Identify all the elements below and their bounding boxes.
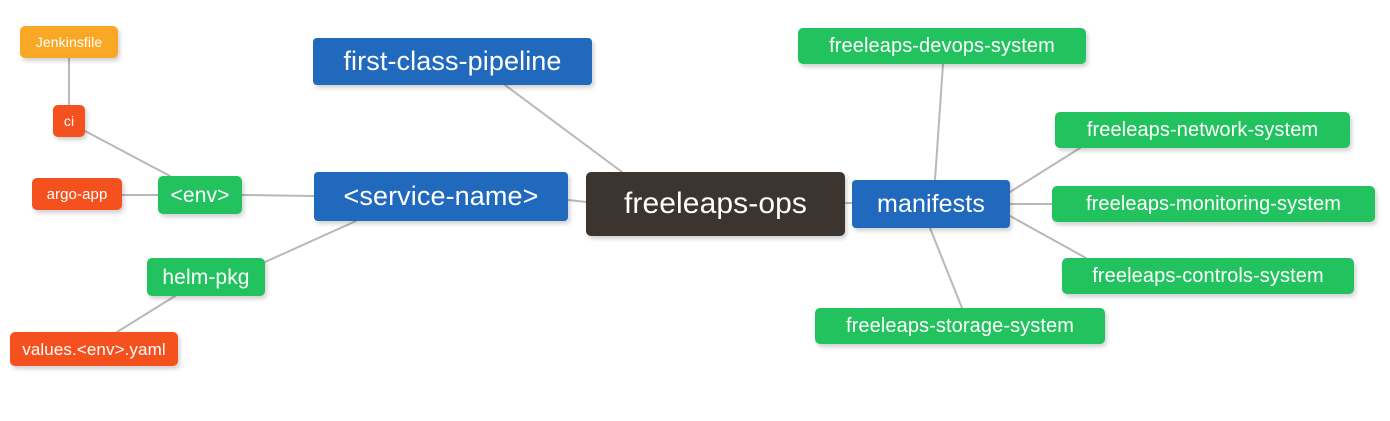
edge-manifests-devops: [934, 63, 944, 181]
node-label-helm-pkg: helm-pkg: [162, 265, 250, 289]
node-env[interactable]: <env>: [158, 176, 242, 214]
node-helm-pkg[interactable]: helm-pkg: [147, 258, 265, 296]
node-label-jenkinsfile: Jenkinsfile: [35, 34, 103, 50]
edge-values-helmpkg: [116, 295, 176, 333]
node-label-manifests: manifests: [877, 189, 985, 218]
edge-manifests-controls: [1009, 215, 1087, 259]
node-freeleaps-storage-system[interactable]: freeleaps-storage-system: [815, 308, 1105, 344]
node-manifests[interactable]: manifests: [852, 180, 1010, 228]
node-label-freeleaps-ops: freeleaps-ops: [623, 187, 808, 220]
node-freeleaps-controls-system[interactable]: freeleaps-controls-system: [1062, 258, 1354, 294]
node-label-ci: ci: [63, 113, 75, 129]
node-label-service-name: <service-name>: [343, 181, 539, 211]
node-label-first-class-pipeline: first-class-pipeline: [343, 46, 562, 76]
node-label-freeleaps-network-system: freeleaps-network-system: [1086, 119, 1319, 141]
node-freeleaps-ops[interactable]: freeleaps-ops: [586, 172, 845, 236]
edge-env-servicename: [241, 194, 315, 197]
node-ci[interactable]: ci: [53, 105, 85, 137]
node-freeleaps-network-system[interactable]: freeleaps-network-system: [1055, 112, 1350, 148]
node-label-freeleaps-controls-system: freeleaps-controls-system: [1092, 265, 1324, 287]
node-freeleaps-monitoring-system[interactable]: freeleaps-monitoring-system: [1052, 186, 1375, 222]
edge-helmpkg-servicename: [264, 220, 357, 263]
node-first-class-pipeline[interactable]: first-class-pipeline: [313, 38, 592, 85]
node-label-freeleaps-monitoring-system: freeleaps-monitoring-system: [1085, 193, 1341, 215]
node-freeleaps-devops-system[interactable]: freeleaps-devops-system: [798, 28, 1086, 64]
node-label-freeleaps-devops-system: freeleaps-devops-system: [829, 35, 1055, 57]
edge-firstclass-ops: [504, 84, 623, 173]
node-label-values-yaml: values.<env>.yaml: [22, 339, 166, 359]
node-values-yaml[interactable]: values.<env>.yaml: [10, 332, 178, 366]
node-service-name[interactable]: <service-name>: [314, 172, 568, 221]
node-label-argo-app: argo-app: [46, 185, 108, 203]
edge-servicename-ops: [567, 199, 587, 203]
edge-manifests-storage: [929, 227, 963, 309]
node-jenkinsfile[interactable]: Jenkinsfile: [20, 26, 118, 58]
node-label-freeleaps-storage-system: freeleaps-storage-system: [845, 315, 1075, 337]
node-argo-app[interactable]: argo-app: [32, 178, 122, 210]
node-label-env: <env>: [170, 183, 230, 207]
edge-ci-env: [84, 130, 171, 177]
